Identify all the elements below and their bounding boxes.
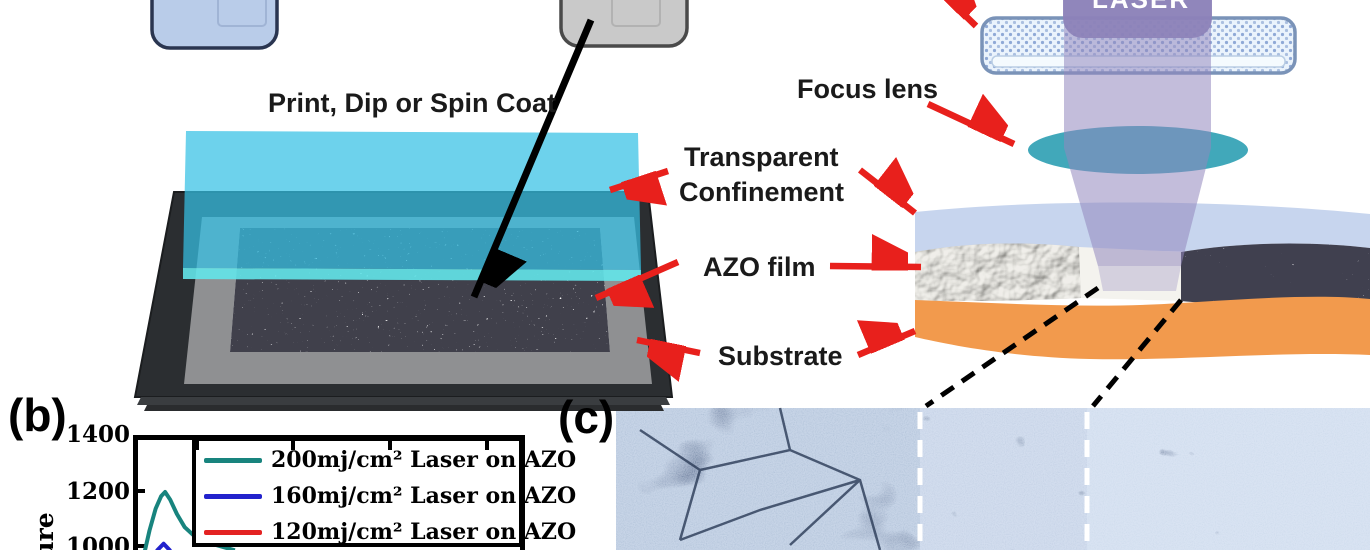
confinement-label-line2: Confinement: [679, 177, 844, 207]
coating-caption: Print, Dip or Spin Coat: [268, 88, 556, 118]
legend-text-200: 200mj/cm² Laser on AZO: [271, 447, 577, 473]
cyan-sheet-edge: [183, 268, 641, 281]
coating-arrow: [470, 18, 595, 299]
legend-line-160: [204, 493, 262, 499]
ytickmark-1200: [133, 489, 145, 493]
laser-beam-tip: [1098, 266, 1181, 291]
xtickmark-3: [485, 440, 489, 450]
legend-text-120: 120mj/cm² Laser on AZO: [271, 519, 577, 545]
ytickmark-1000: [133, 544, 145, 548]
arrow-confinement-left: [608, 167, 670, 190]
substrate-label: Substrate: [718, 341, 843, 371]
blue-beaker-label-mark: [217, 0, 267, 27]
sem-micrograph: [616, 407, 1370, 550]
annotation-arrows: [470, 0, 1014, 358]
coating-diagram: [133, 131, 674, 411]
arrow-focus-lens: [926, 104, 1014, 147]
panel-c-label: (c): [558, 391, 615, 443]
arrow-azo-right: [829, 266, 922, 267]
xtickmark-2: [388, 440, 392, 450]
legend-line-120: [204, 529, 262, 535]
cyan-confinement-sheet: [183, 131, 641, 270]
ytick-1400: 1400: [66, 421, 131, 448]
arrow-substrate-right: [856, 331, 917, 358]
chart-legend: 200mj/cm² Laser on AZO 160mj/cm² Laser o…: [192, 437, 576, 547]
focus-lens-label: Focus lens: [797, 74, 939, 104]
arrow-azo-left: [594, 259, 680, 298]
zoom-guide-right: [1091, 298, 1183, 408]
xtickmark-0: [195, 440, 199, 450]
ytick-1200: 1200: [66, 478, 131, 505]
legend-text-160: 160mj/cm² Laser on AZO: [271, 483, 577, 509]
laser-diagram-graphics: [915, 0, 1370, 409]
legend-row-120: 120mj/cm² Laser on AZO: [204, 515, 576, 549]
ytick-1000: 1000: [66, 533, 131, 550]
azo-film-label: AZO film: [703, 252, 816, 282]
legend-row-160: 160mj/cm² Laser on AZO: [204, 479, 576, 513]
precursor-containers: [150, 0, 689, 50]
legend-row-200: 200mj/cm² Laser on AZO: [204, 443, 576, 477]
grain-boundaries: [639, 407, 882, 550]
gray-beaker-label-mark: [611, 0, 661, 27]
gray-beaker: [559, 0, 689, 48]
zoom-guide-left: [924, 285, 1100, 409]
panel-b-label: (b): [8, 389, 67, 441]
substrate-layer: [915, 296, 1370, 360]
arrow-confinement-right: [857, 170, 915, 216]
arrow-substrate-left: [636, 336, 701, 353]
laser-source-box: [1063, 0, 1212, 38]
laser-beam: [1064, 0, 1211, 266]
laser-label: LASER: [1092, 0, 1190, 15]
tray-base-step2: [144, 405, 664, 411]
blue-beaker: [150, 0, 279, 50]
legend-line-200: [204, 457, 262, 463]
arrow-to-homogenizer: [943, 0, 976, 29]
tray-base-step1: [137, 397, 670, 405]
confinement-label-line1: Transparent: [684, 142, 839, 172]
xtickmark-1: [291, 440, 295, 450]
